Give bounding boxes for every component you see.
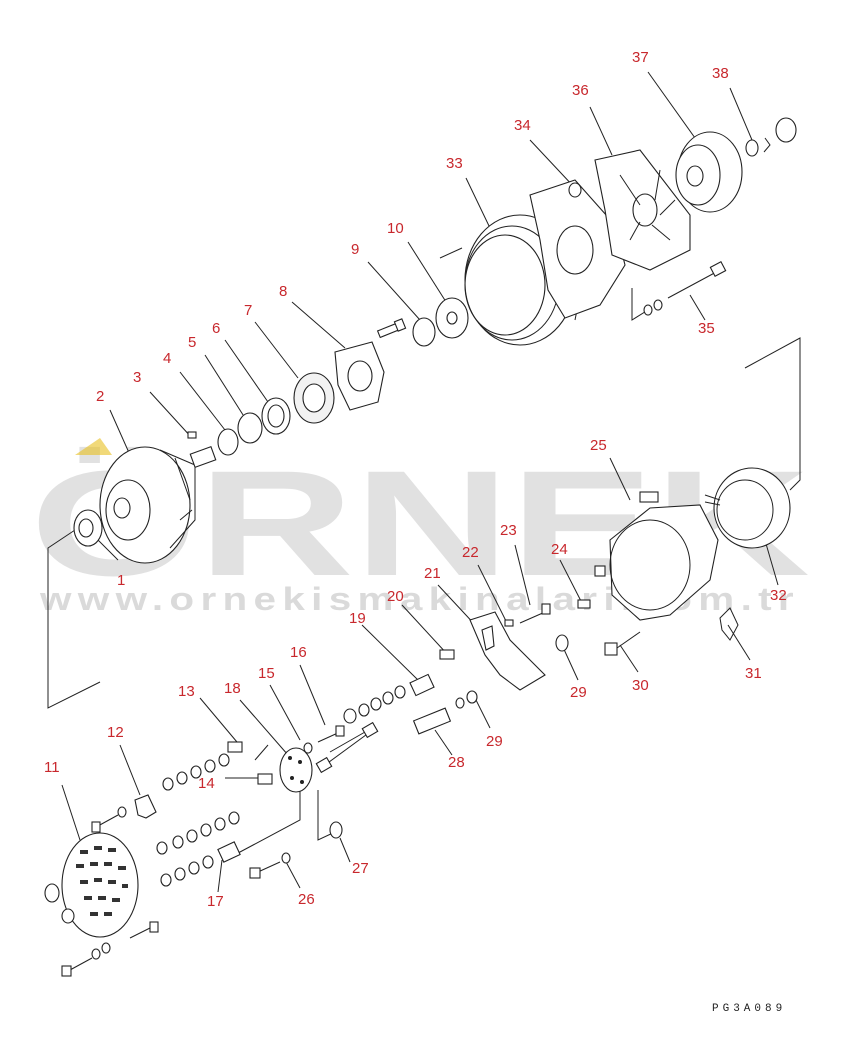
part-terminal-31 [719, 607, 739, 641]
callout-25: 25 [590, 437, 607, 454]
part-washer-29b [466, 690, 478, 704]
callout-13: 13 [178, 683, 195, 700]
part-retainer-8 [334, 341, 385, 411]
callout-23: 23 [500, 522, 517, 539]
part-washer-29a [555, 634, 569, 652]
part-screw-near-12 [91, 806, 127, 833]
callout-18: 18 [224, 680, 241, 697]
part-key-3 [187, 431, 197, 439]
callout-31: 31 [745, 665, 762, 682]
part-screw-24 [577, 599, 591, 609]
connector-lines [47, 71, 801, 893]
part-washer-row-mid [156, 811, 240, 855]
callout-26: 26 [298, 891, 315, 908]
callout-22: 22 [462, 544, 479, 561]
watermark-accent [75, 438, 112, 455]
callout-35: 35 [698, 320, 715, 337]
part-washer-5 [237, 412, 263, 444]
part-screw-26 [249, 852, 291, 879]
part-cover-11 [61, 832, 139, 938]
part-bolt-35 [643, 261, 727, 316]
part-washer-row-top [162, 753, 230, 791]
callout-4: 4 [163, 350, 171, 367]
part-nut-38 [745, 117, 797, 157]
part-screw-bottom-11 [61, 942, 111, 977]
part-rear-housing-25 [594, 491, 719, 621]
callout-5: 5 [188, 334, 196, 351]
part-washer-27 [329, 821, 343, 839]
callout-6: 6 [212, 320, 220, 337]
callout-9: 9 [351, 241, 359, 258]
part-sleeve-28 [412, 707, 452, 735]
parts [44, 117, 797, 977]
part-fan-36 [594, 149, 691, 271]
drawing-code: PG3A089 [712, 1003, 786, 1015]
callout-14: 14 [198, 775, 215, 792]
part-bolts-18 [315, 721, 379, 774]
part-bolt-30 [604, 631, 641, 656]
callout-20: 20 [387, 588, 404, 605]
part-cap-12 [134, 794, 157, 819]
callout-27: 27 [352, 860, 369, 877]
part-terminal-14 [257, 773, 273, 785]
callout-38: 38 [712, 65, 729, 82]
callout-32: 32 [770, 587, 787, 604]
part-nut-1 [73, 509, 103, 547]
callout-16: 16 [290, 644, 307, 661]
part-rotor-32 [704, 467, 791, 549]
part-fan-2 [99, 445, 217, 564]
part-spacer-17 [217, 841, 241, 863]
part-bearing-7 [293, 372, 335, 424]
part-screw-16 [317, 725, 345, 743]
part-plate-18 [279, 747, 313, 793]
callout-24: 24 [551, 541, 568, 558]
callout-30: 30 [632, 677, 649, 694]
callout-11: 11 [44, 759, 60, 776]
part-spacer-19 [409, 673, 435, 697]
part-washer-row-low [160, 855, 214, 887]
callout-37: 37 [632, 49, 649, 66]
part-washer-stack-19 [343, 685, 406, 724]
part-stud-13 [227, 741, 243, 753]
part-rectifier-21 [469, 611, 546, 691]
callout-labels: 1 2 3 4 5 6 7 8 9 10 11 12 13 14 15 16 1… [44, 49, 787, 910]
callout-29b: 29 [486, 733, 503, 750]
callout-19: 19 [349, 610, 366, 627]
callout-17: 17 [207, 893, 224, 910]
callout-2: 2 [96, 388, 104, 405]
callout-8: 8 [279, 283, 287, 300]
part-diode-20 [439, 649, 455, 660]
part-washer-15 [303, 742, 313, 754]
part-screw-right-11 [129, 921, 159, 939]
part-pulley-37 [675, 131, 743, 213]
callout-3: 3 [133, 369, 141, 386]
part-bearing-10 [435, 297, 469, 339]
callout-21: 21 [424, 565, 441, 582]
callout-33: 33 [446, 155, 463, 172]
part-housing-34 [529, 179, 626, 319]
callout-29a: 29 [570, 684, 587, 701]
callout-10: 10 [387, 220, 404, 237]
part-screw-23 [519, 603, 551, 624]
callout-12: 12 [107, 724, 124, 741]
callout-28: 28 [448, 754, 465, 771]
part-spacer-4 [217, 428, 239, 456]
part-screw-near-8 [376, 318, 407, 339]
callout-36: 36 [572, 82, 589, 99]
callout-34: 34 [514, 117, 531, 134]
callout-1: 1 [117, 572, 125, 589]
part-nut-left-11 [44, 883, 60, 903]
callout-7: 7 [244, 302, 252, 319]
callout-15: 15 [258, 665, 275, 682]
part-spacer-9 [412, 317, 436, 347]
